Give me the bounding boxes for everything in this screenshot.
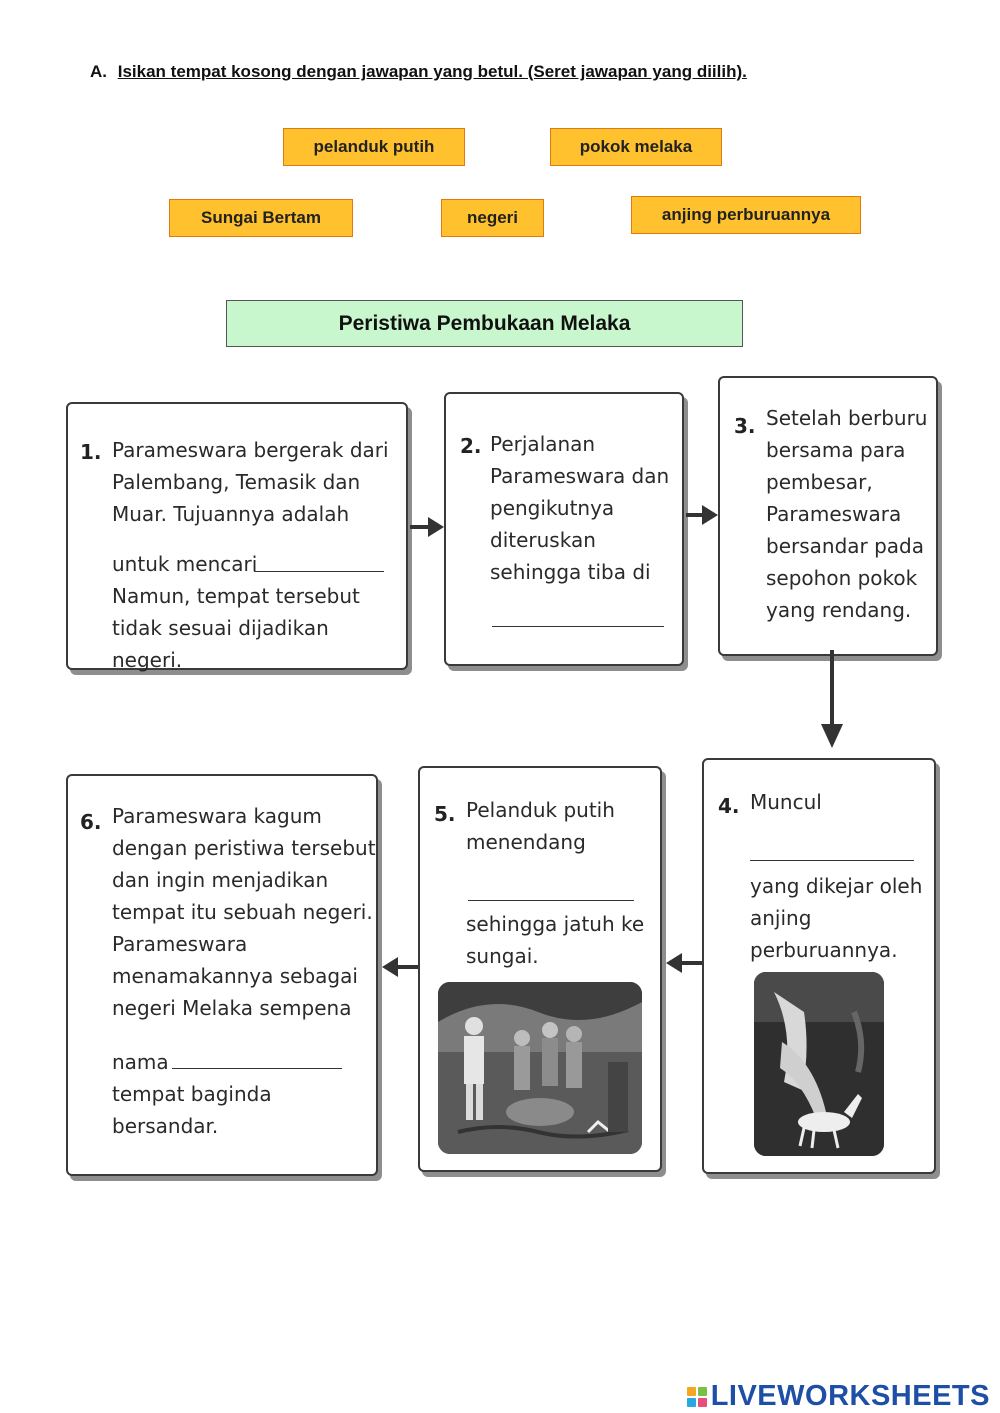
answer-chip-negeri[interactable]: negeri: [441, 199, 544, 237]
answer-blank-6[interactable]: [172, 1068, 342, 1069]
card-text: Perjalanan Parameswara dan pengikutnya d…: [490, 428, 678, 588]
event-card-1: 1. Parameswara bergerak dari Palembang, …: [66, 402, 408, 670]
instruction-letter: A.: [90, 62, 107, 81]
logo-mark-icon: [687, 1387, 707, 1407]
card-number: 2.: [460, 434, 482, 458]
answer-chip-sungai-bertam[interactable]: Sungai Bertam: [169, 199, 353, 237]
diagram-title: Peristiwa Pembukaan Melaka: [226, 300, 743, 347]
illustration-hunting-party: [438, 982, 642, 1154]
instruction-text: Isikan tempat kosong dengan jawapan yang…: [118, 62, 747, 81]
arrow-left-icon: [380, 954, 420, 980]
card-number: 3.: [734, 414, 756, 438]
arrow-down-icon: [818, 648, 846, 752]
card-text: Parameswara kagum dengan peristiwa terse…: [112, 800, 376, 1024]
answer-chip-anjing-perburuannya[interactable]: anjing perburuannya: [631, 196, 861, 234]
card-number: 6.: [80, 810, 102, 834]
card-text: Setelah berburu bersama para pembesar, P…: [766, 402, 934, 626]
card-text: Namun, tempat tersebut tidak sesuai dija…: [112, 580, 402, 676]
card-text: Parameswara bergerak dari Palembang, Tem…: [112, 434, 402, 530]
brand-name: LIVEWORKSHEETS: [711, 1380, 990, 1413]
arrow-right-icon: [408, 514, 446, 540]
card-text: untuk mencari: [112, 548, 262, 580]
answer-blank-4[interactable]: [750, 860, 914, 861]
card-text: Pelanduk putih menendang: [466, 794, 656, 858]
card-text: nama: [112, 1046, 182, 1078]
event-card-2: 2. Perjalanan Parameswara dan pengikutny…: [444, 392, 684, 666]
event-card-3: 3. Setelah berburu bersama para pembesar…: [718, 376, 938, 656]
answer-chip-pokok-melaka[interactable]: pokok melaka: [550, 128, 722, 166]
answer-blank-2[interactable]: [492, 626, 664, 627]
event-card-6: 6. Parameswara kagum dengan peristiwa te…: [66, 774, 378, 1176]
liveworksheets-logo: LIVEWORKSHEETS: [687, 1380, 990, 1413]
card-text: sehingga jatuh ke sungai.: [466, 908, 656, 972]
event-card-4: 4. Muncul yang dikejar oleh anjing perbu…: [702, 758, 936, 1174]
card-number: 5.: [434, 802, 456, 826]
card-text: tempat baginda bersandar.: [112, 1078, 312, 1142]
instruction: A. Isikan tempat kosong dengan jawapan y…: [90, 62, 747, 82]
arrow-right-icon: [684, 502, 720, 528]
answer-blank-1[interactable]: [254, 571, 384, 572]
event-card-5: 5. Pelanduk putih menendang sehingga jat…: [418, 766, 662, 1172]
arrow-left-icon: [664, 950, 704, 976]
answer-chip-pelanduk-putih[interactable]: pelanduk putih: [283, 128, 465, 166]
illustration-white-mousedeer: [754, 972, 884, 1156]
card-text: yang dikejar oleh anjing perburuannya.: [750, 870, 930, 966]
card-number: 1.: [80, 440, 102, 464]
card-number: 4.: [718, 794, 740, 818]
answer-blank-5[interactable]: [468, 900, 634, 901]
card-text: Muncul: [750, 786, 920, 818]
